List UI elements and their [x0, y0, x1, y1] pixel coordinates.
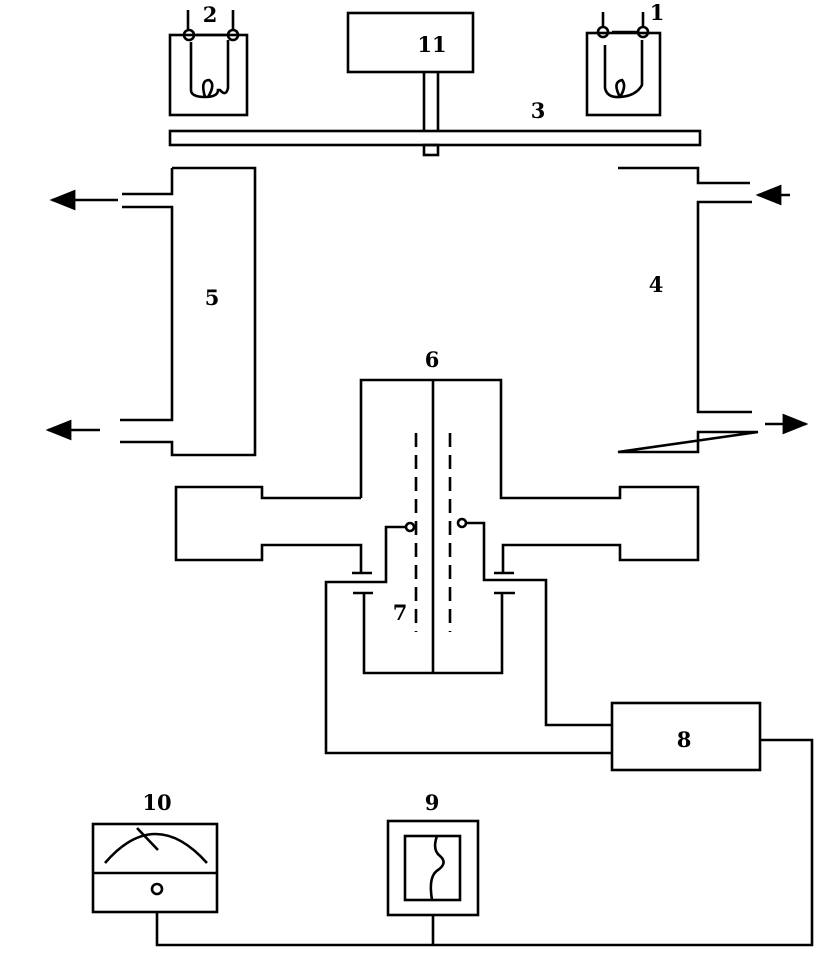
detector-cell-6 [174, 378, 700, 755]
meter-10 [91, 822, 219, 914]
heater-2 [168, 10, 249, 117]
motor-11 [346, 11, 475, 131]
label-11: 11 [417, 32, 446, 57]
label-1: 1 [650, 0, 665, 25]
label-2: 2 [203, 2, 218, 27]
heater-1 [585, 12, 662, 117]
label-9: 9 [425, 790, 440, 815]
column-5 [45, 166, 257, 457]
label-10: 10 [142, 790, 171, 815]
recorder-9 [386, 819, 480, 917]
label-7: 7 [393, 600, 408, 625]
label-6: 6 [425, 347, 440, 372]
label-5: 5 [205, 285, 220, 310]
label-3: 3 [531, 98, 546, 123]
rotating-plate-3 [168, 129, 702, 157]
label-8: 8 [677, 727, 692, 752]
label-4: 4 [649, 272, 664, 297]
amplifier-8 [155, 701, 814, 947]
column-4 [617, 166, 809, 454]
